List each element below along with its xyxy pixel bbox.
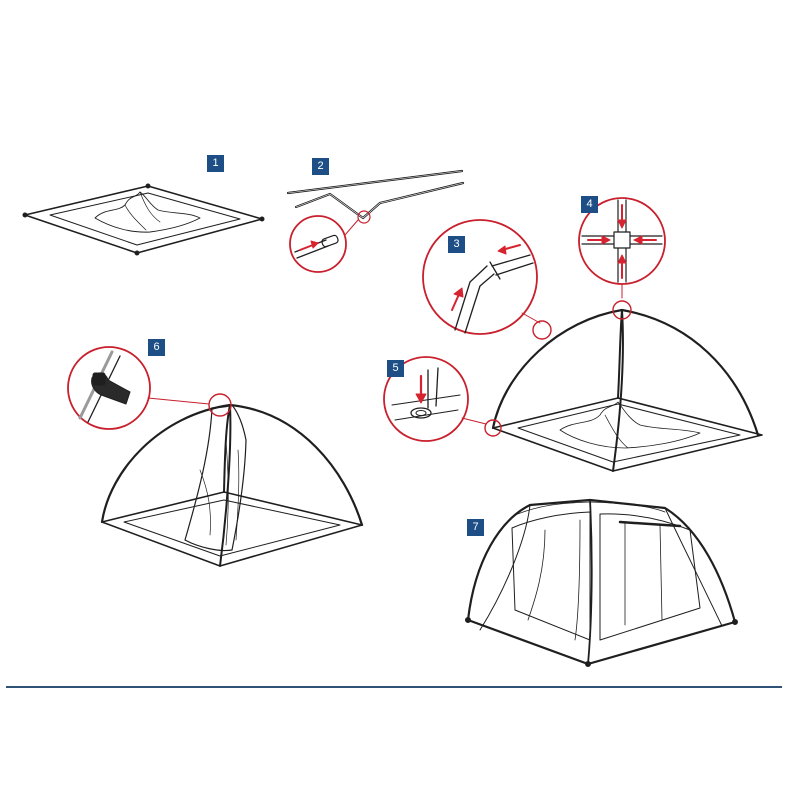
step-1-illustration bbox=[22, 183, 265, 256]
step-6-illustration bbox=[67, 346, 364, 567]
step-7-illustration bbox=[465, 498, 738, 667]
bottom-divider bbox=[6, 686, 782, 688]
step-4-badge: 4 bbox=[581, 196, 598, 213]
step-3-illustration bbox=[422, 219, 541, 335]
step-3-badge: 3 bbox=[448, 236, 465, 253]
step-7-badge: 7 bbox=[467, 519, 484, 536]
step-5-badge: 5 bbox=[387, 360, 404, 377]
tent-frame-with-sheet bbox=[484, 300, 763, 472]
step-1-badge: 1 bbox=[207, 155, 224, 172]
step-2-illustration bbox=[286, 169, 465, 273]
step-6-badge: 6 bbox=[148, 339, 165, 356]
step-4-illustration bbox=[578, 197, 666, 299]
step-2-badge: 2 bbox=[312, 158, 329, 175]
step-5-illustration bbox=[383, 356, 487, 442]
